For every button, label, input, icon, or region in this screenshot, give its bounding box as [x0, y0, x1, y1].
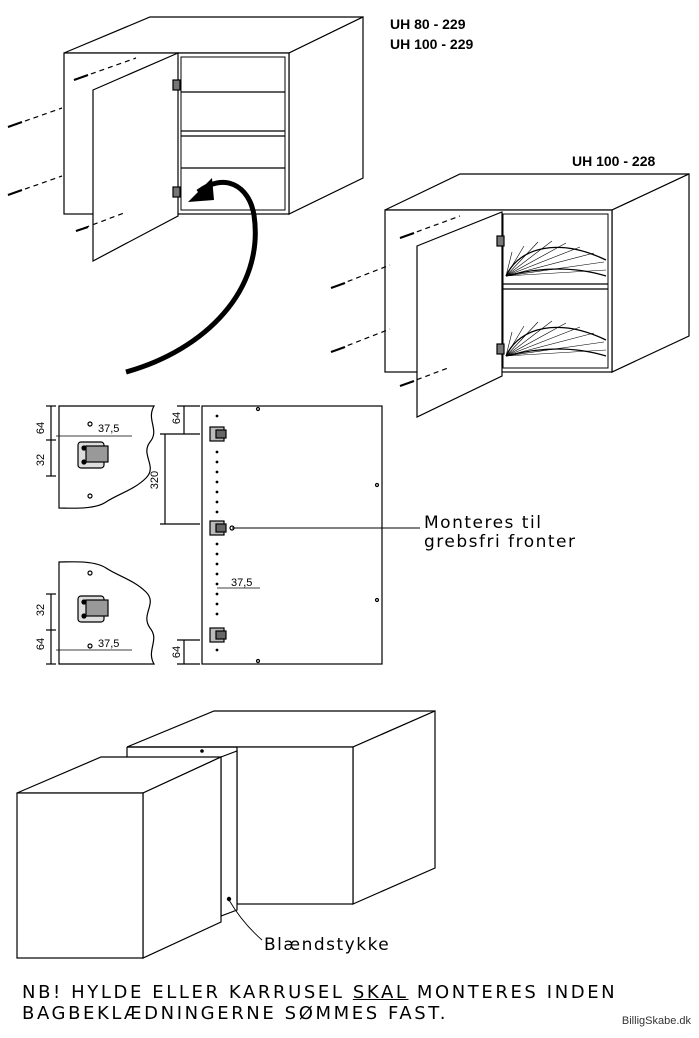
dim-32-lower: 32	[35, 604, 47, 616]
screw-icon	[7, 107, 63, 128]
carousel-shelf-upper	[505, 240, 607, 277]
model-label-uh100-228: UH 100 - 228	[572, 153, 655, 169]
warning-note-line2: BAGBEKLÆDNINGERNE SØMMES FAST.	[22, 1003, 449, 1024]
screw-icon	[330, 328, 391, 353]
hinge-icon	[209, 426, 227, 442]
corner-assembly	[16, 710, 436, 959]
warning-note-line1: NB! HYLDE ELLER KARRUSEL SKAL MONTERES I…	[22, 982, 618, 1003]
callout-blend: Blændstykke	[264, 935, 390, 955]
dim-32-upper: 32	[35, 454, 47, 466]
callout-mount-line2: grebsfri fronter	[424, 532, 577, 552]
screw-icon	[73, 57, 137, 81]
dim-64-upper: 64	[35, 422, 47, 434]
screw-icon	[399, 367, 449, 387]
watermark: BilligSkabe.dk	[621, 1015, 691, 1027]
screw-icon	[330, 264, 391, 289]
callout-mount-line1: Monteres til	[424, 513, 542, 533]
hinge-icon	[77, 595, 109, 623]
dim-64-lower: 64	[35, 638, 47, 650]
emphasis-skal: SKAL	[352, 982, 409, 1003]
hinge-icon	[209, 627, 227, 643]
dim-64-door-top: 64	[171, 412, 183, 424]
corner-cabinet-shelf	[7, 16, 364, 262]
hinge-icon	[209, 520, 227, 536]
curved-arrow-icon	[125, 178, 258, 375]
dim-37-5-lower: 37,5	[98, 638, 119, 650]
dim-37-5-upper: 37,5	[98, 423, 119, 435]
dim-320: 320	[149, 471, 161, 489]
corner-cabinet-carousel	[330, 173, 690, 418]
screw-icon	[399, 215, 461, 239]
hinge-detail-lower	[46, 561, 156, 665]
door-panel-drilling	[160, 405, 420, 665]
model-label-uh100-229: UH 100 - 229	[390, 36, 473, 52]
hinge-icon	[77, 441, 109, 469]
carousel-shelf-lower	[505, 320, 607, 357]
model-label-uh80-229: UH 80 - 229	[390, 16, 466, 32]
dim-64-door-bottom: 64	[171, 646, 183, 658]
dim-37-5-door: 37,5	[231, 577, 252, 589]
hinge-detail-upper	[46, 405, 156, 509]
screw-icon	[7, 175, 63, 196]
screw-icon	[75, 212, 125, 232]
